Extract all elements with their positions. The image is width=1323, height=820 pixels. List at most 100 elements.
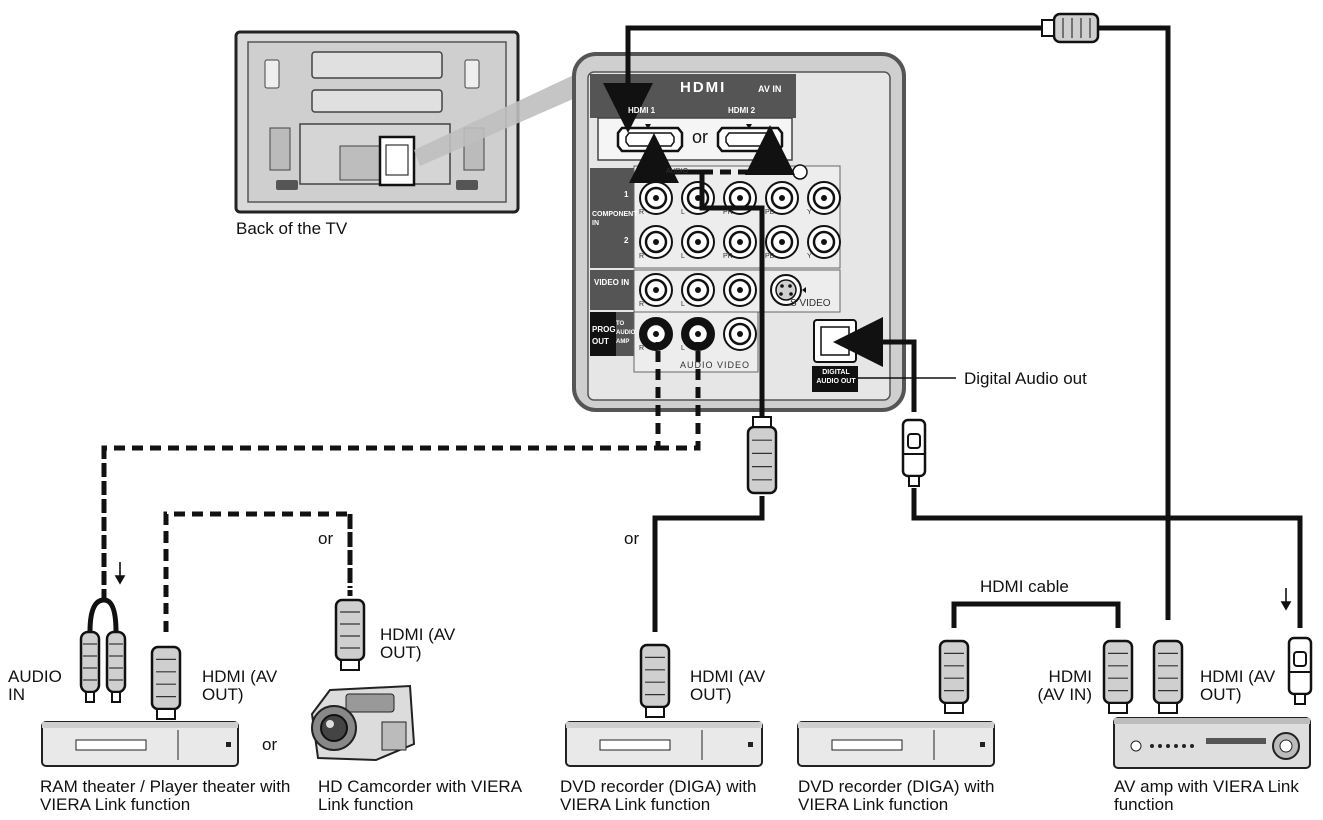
jack-label: Y bbox=[807, 209, 812, 216]
cable-dvd1 bbox=[652, 496, 765, 632]
hdmi-plug-avamp-out bbox=[1152, 639, 1184, 714]
ram-theater-device bbox=[41, 721, 239, 767]
or-between-ports: or bbox=[692, 127, 709, 147]
audio-small-label: AUDIO bbox=[666, 168, 689, 175]
hdmi-av-out-1-label: HDMI (AV OUT) bbox=[202, 667, 278, 704]
rca-jack: PR bbox=[723, 225, 757, 260]
small-arrows bbox=[114, 562, 1292, 611]
or-devices: or bbox=[262, 735, 278, 754]
ram-theater-caption: RAM theater / Player theater with VIERA … bbox=[40, 777, 291, 814]
rca-jack: PB bbox=[765, 181, 799, 216]
hdmi1-label: HDMI 1 bbox=[628, 106, 656, 115]
jack-label: L bbox=[681, 253, 685, 260]
hdmi-plug-dvd1-upper bbox=[746, 416, 778, 495]
rca-jack: L bbox=[681, 273, 715, 308]
s-video-jack bbox=[770, 274, 806, 306]
jack-label: L bbox=[681, 209, 685, 216]
prog-out-label: PROG OUT bbox=[592, 325, 616, 346]
jack-label: PR bbox=[723, 209, 733, 216]
jack-label: PB bbox=[765, 253, 775, 260]
jack-label: R bbox=[639, 345, 644, 352]
cable-optical bbox=[911, 488, 1303, 628]
dvd-recorder-1-device bbox=[565, 721, 763, 767]
hdmi-plug-dvd2 bbox=[938, 639, 970, 714]
or-right: or bbox=[624, 529, 640, 548]
row1-label: 1 bbox=[624, 190, 629, 199]
rca-plug-audio-R bbox=[79, 630, 101, 703]
hdmi-plug-ram bbox=[150, 645, 182, 720]
jack-label: PB bbox=[765, 209, 775, 216]
rca-jack: R bbox=[639, 225, 673, 260]
optical-plug-upper bbox=[901, 418, 927, 487]
av-amp-caption: AV amp with VIERA Link function bbox=[1114, 777, 1299, 814]
y-cable bbox=[87, 597, 119, 633]
audio-in-label: AUDIO IN bbox=[8, 667, 62, 704]
rca-jack: PB bbox=[765, 225, 799, 260]
connector-plugs bbox=[79, 12, 1313, 720]
hdmi-av-in-label: HDMI (AV IN) bbox=[1037, 667, 1092, 704]
dashed-cables bbox=[101, 125, 795, 632]
hdmi-plug-camcorder bbox=[334, 598, 366, 671]
component-in-label: COMPONENT IN bbox=[592, 211, 638, 227]
rca-jack: PR bbox=[723, 181, 757, 216]
audio-video-label: AUDIO VIDEO bbox=[680, 360, 751, 370]
hdmi-plug-avamp-in bbox=[1102, 639, 1134, 714]
jack-label: PR bbox=[723, 253, 733, 260]
cable-av-amp-top bbox=[1094, 25, 1171, 620]
digital-audio-out-callout: Digital Audio out bbox=[964, 369, 1087, 388]
zoom-projection bbox=[414, 72, 580, 166]
cable-to-hdmi1 bbox=[603, 25, 1052, 133]
optical-plug-avamp bbox=[1287, 636, 1313, 705]
jack-label: L bbox=[681, 301, 685, 308]
cable-hdmi2-alt bbox=[702, 125, 795, 175]
hdmi-plug-top bbox=[1041, 12, 1100, 44]
hd-camcorder-device bbox=[310, 684, 416, 762]
dvd-recorder-2-device bbox=[797, 721, 995, 767]
jack-label: R bbox=[639, 301, 644, 308]
rca-jack: R bbox=[639, 181, 673, 216]
av-in-label: AV IN bbox=[758, 84, 782, 94]
to-audio-amp-label: TO AUDIO AMP bbox=[616, 321, 636, 345]
jack-label: R bbox=[639, 253, 644, 260]
or-left: or bbox=[318, 529, 334, 548]
hdmi1-port bbox=[616, 126, 684, 153]
rca-jack: L bbox=[681, 225, 715, 260]
cables bbox=[603, 25, 1303, 632]
hdmi-plug-dvd1 bbox=[639, 643, 671, 718]
jack-label: L bbox=[681, 345, 685, 352]
s-video-label: S VIDEO bbox=[790, 298, 831, 309]
rca-jack bbox=[723, 317, 757, 351]
small-jack bbox=[792, 164, 808, 180]
dvd-recorder-2-caption: DVD recorder (DIGA) with VIERA Link func… bbox=[798, 777, 995, 814]
row2-label: 2 bbox=[624, 236, 629, 245]
hdmi2-label: HDMI 2 bbox=[728, 106, 756, 115]
av-amp-device bbox=[1113, 717, 1311, 769]
digital-audio-out-jack-label: DIGITAL AUDIO OUT bbox=[816, 369, 856, 385]
cable-audio-R bbox=[658, 342, 701, 451]
cable-dvd2-avamp bbox=[951, 601, 1121, 628]
rca-jack: L bbox=[681, 317, 715, 352]
tv-caption: Back of the TV bbox=[236, 219, 348, 238]
video-in-label: VIDEO IN bbox=[594, 278, 630, 287]
rca-jack: R bbox=[639, 317, 673, 352]
hdmi2-port bbox=[716, 126, 784, 153]
hdmi-av-out-3-label: HDMI (AV OUT) bbox=[690, 667, 766, 704]
jack-label: Y bbox=[807, 253, 812, 260]
hdmi-cable-callout: HDMI cable bbox=[980, 577, 1069, 596]
rca-jack: Y bbox=[807, 225, 841, 260]
rca-plug-audio-L bbox=[105, 630, 127, 703]
jack-label: R bbox=[639, 209, 644, 216]
tv-terminal-highlight bbox=[378, 135, 416, 187]
hdmi-av-out-2-label: HDMI (AV OUT) bbox=[380, 625, 456, 662]
dvd-recorder-1-caption: DVD recorder (DIGA) with VIERA Link func… bbox=[560, 777, 757, 814]
hdmi-av-out-4-label: HDMI (AV OUT) bbox=[1200, 667, 1276, 704]
rca-jack bbox=[723, 273, 757, 307]
rca-jack: R bbox=[639, 273, 673, 308]
hdmi-logo: HDMI bbox=[680, 79, 727, 96]
cable-optical-upper bbox=[833, 317, 917, 412]
cable-dvd1-upper bbox=[629, 133, 765, 424]
devices bbox=[41, 684, 1311, 769]
rca-jack: Y bbox=[807, 181, 841, 216]
rca-jacks: R L PR PB Y R L PR PB Y R L R L bbox=[639, 164, 841, 352]
